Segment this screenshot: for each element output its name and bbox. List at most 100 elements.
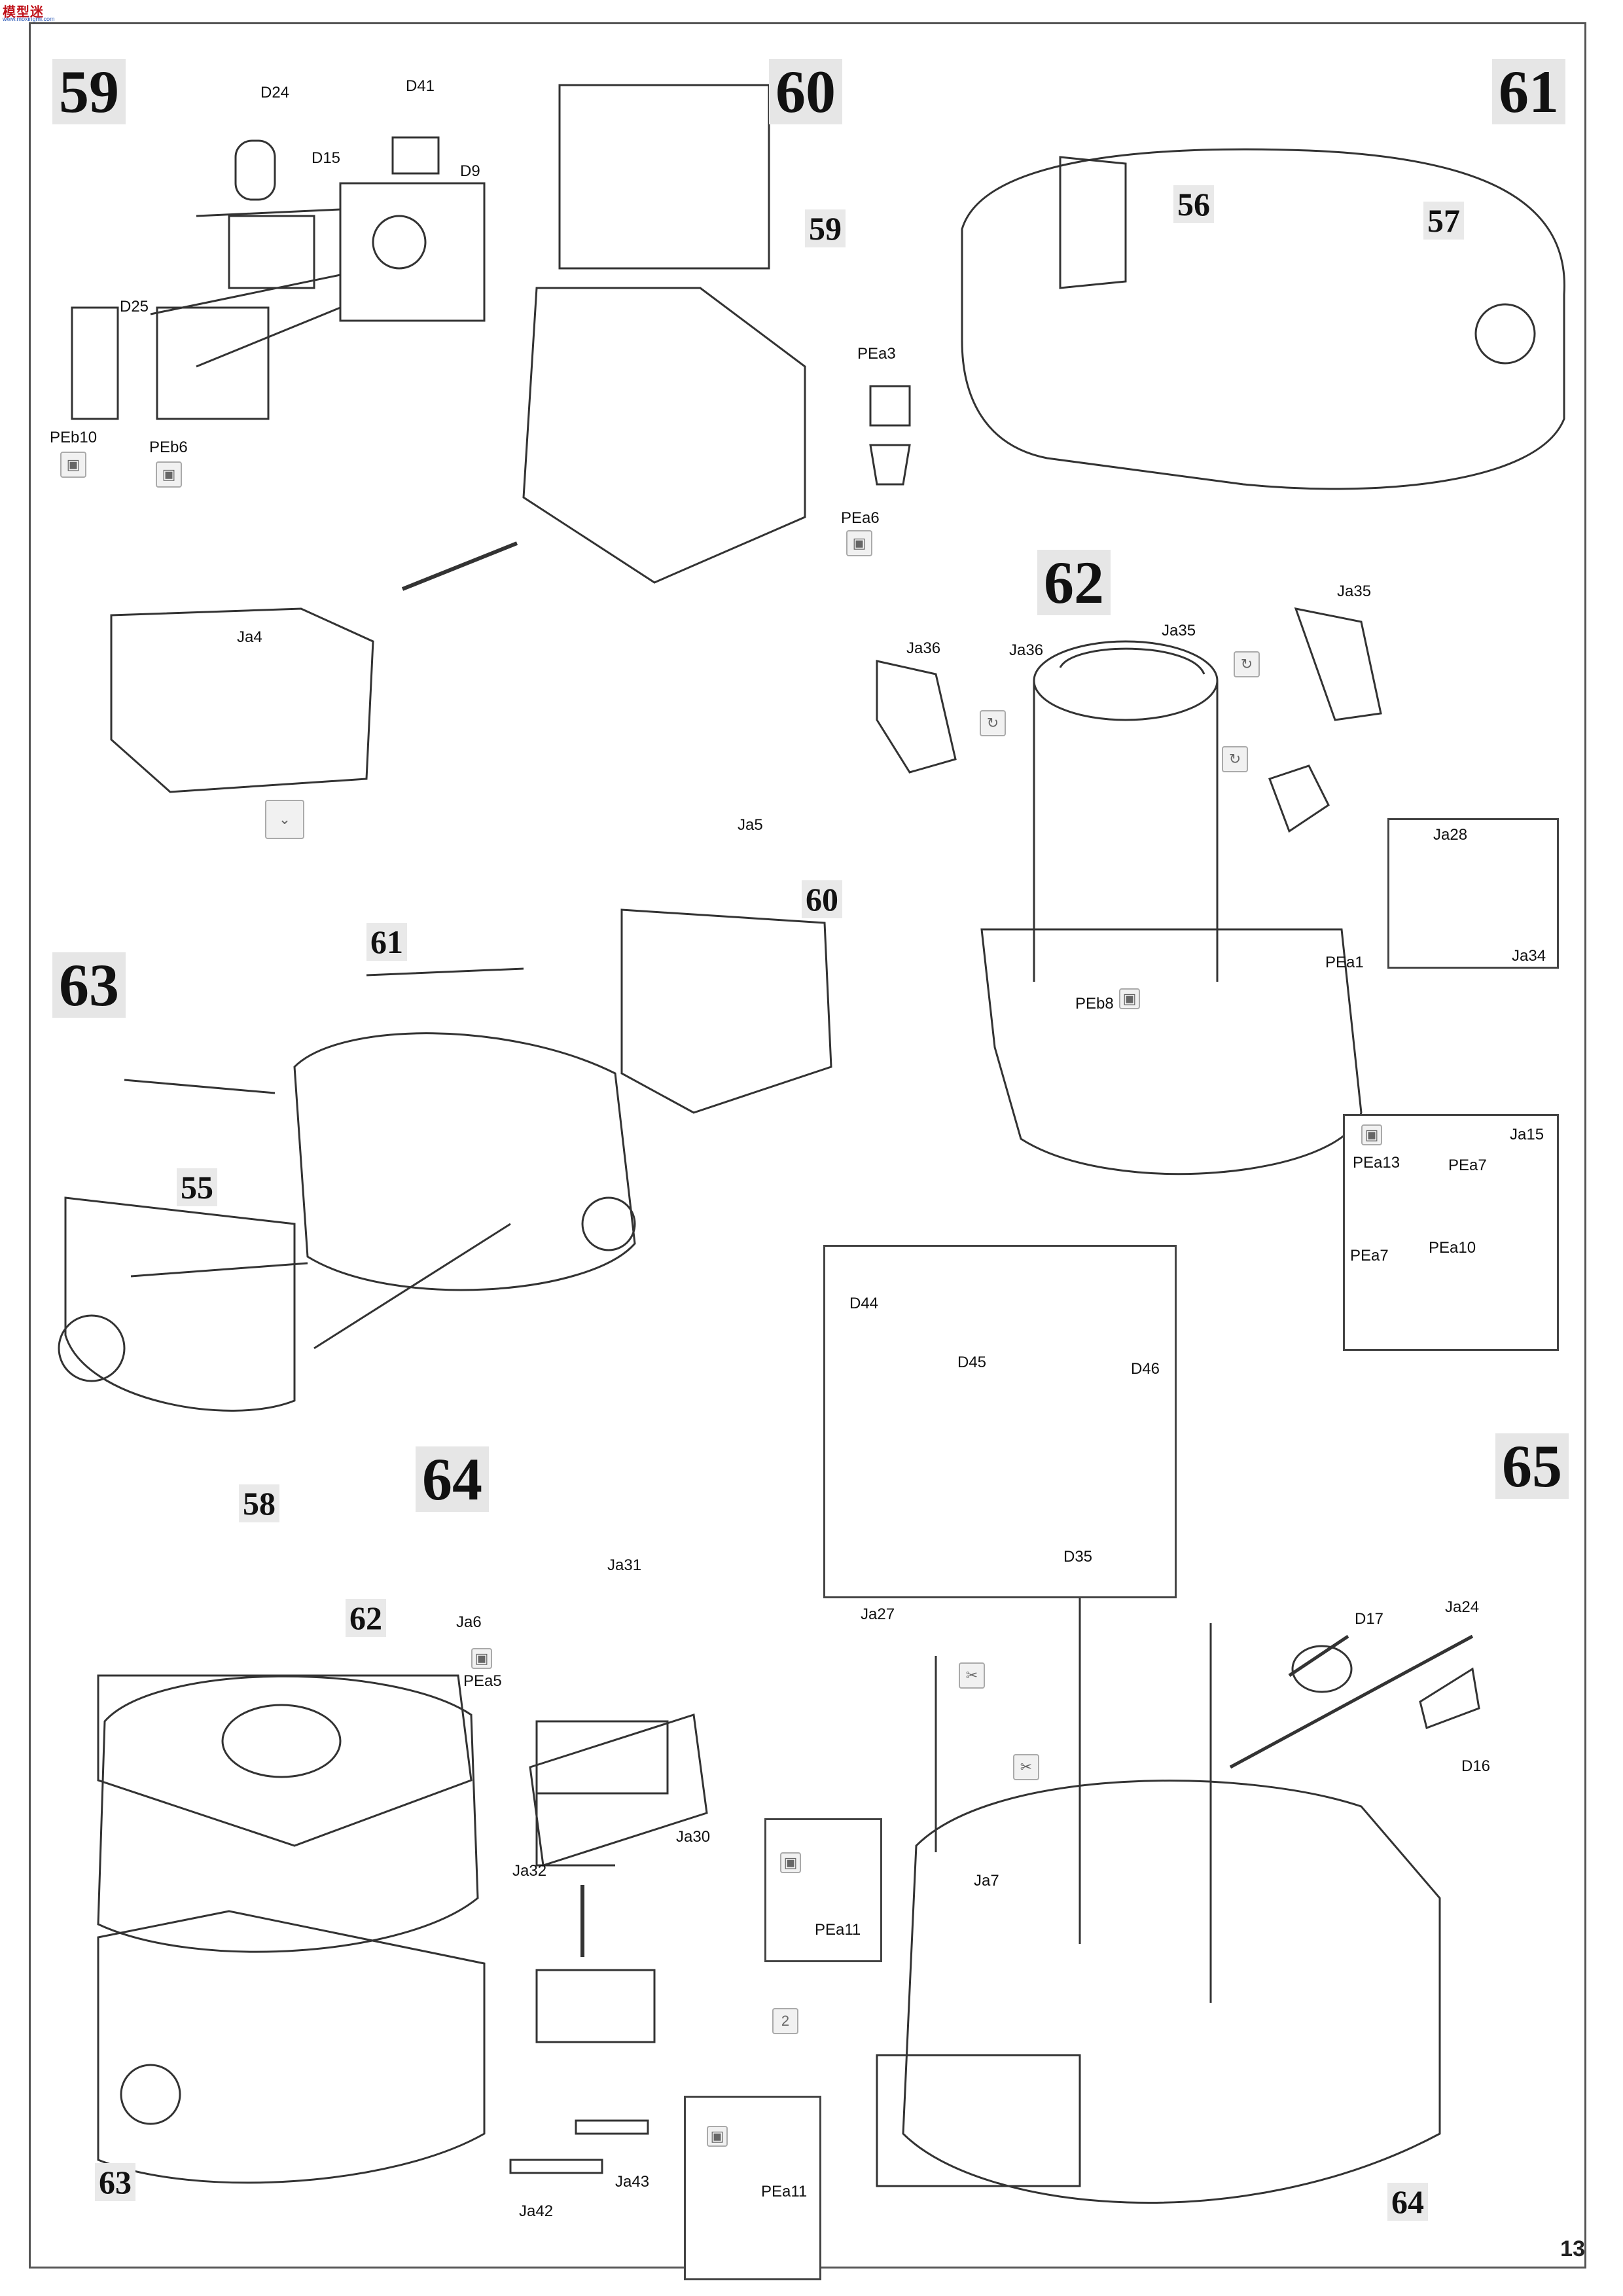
part-label-pea5: PEa5 [463, 1672, 502, 1690]
part-label-ja30: Ja30 [676, 1828, 711, 1846]
rear-section-63 [620, 908, 832, 1114]
part-label-d44: D44 [849, 1295, 879, 1312]
ref-57: 57 [1423, 202, 1464, 240]
d15-part [228, 215, 315, 289]
ref-62: 62 [346, 1599, 386, 1637]
page-number: 13 [1560, 2236, 1585, 2261]
part-label-ja27: Ja27 [861, 1605, 895, 1623]
part-label-pea7-b: PEa7 [1350, 1247, 1389, 1265]
d9-part [339, 182, 486, 322]
rotate-icon: ↻ [980, 710, 1006, 736]
cut-icon: ✂ [959, 1662, 985, 1689]
part-label-ja28: Ja28 [1433, 826, 1468, 844]
logo-text: 模型迷 [3, 5, 44, 20]
ja4-part [110, 607, 374, 793]
turret-ring-61 [961, 148, 1565, 490]
part-label-d9: D9 [460, 162, 480, 180]
rotate-icon: ↻ [1222, 746, 1248, 772]
logo-url: www.moxingmi.com [3, 16, 55, 22]
radiator-unit [558, 84, 770, 270]
d24-part [234, 139, 276, 201]
part-label-peb8: PEb8 [1075, 995, 1114, 1013]
part-label-ja42: Ja42 [519, 2202, 554, 2220]
part-label-d46: D46 [1131, 1360, 1160, 1378]
part-label-pea10: PEa10 [1429, 1239, 1476, 1257]
step-number-61: 61 [1492, 59, 1565, 124]
ammo-box [876, 2054, 1081, 2187]
peb10-part [71, 306, 119, 420]
part-label-d15: D15 [312, 149, 341, 167]
ja31-plate [535, 1720, 669, 1795]
part-label-pea3: PEa3 [857, 345, 896, 363]
part-label-ja7: Ja7 [974, 1872, 999, 1890]
hatch-ring [1033, 640, 1219, 721]
photo-etch-icon: ▣ [707, 2126, 728, 2147]
part-label-pea1: PEa1 [1325, 954, 1364, 971]
bend-icon: ⌄ [265, 800, 304, 839]
part-label-ja4: Ja4 [237, 628, 262, 646]
part-label-ja5: Ja5 [738, 816, 763, 834]
ref-61: 61 [366, 923, 407, 961]
step-number-64: 64 [416, 1446, 489, 1512]
ref-64: 64 [1387, 2183, 1428, 2221]
part-label-d45: D45 [957, 1354, 987, 1371]
part-label-pea6: PEa6 [841, 509, 880, 527]
tank-turret-65 [902, 1780, 1441, 2204]
part-label-ja31: Ja31 [607, 1556, 642, 1574]
part-label-peb10: PEb10 [50, 429, 98, 446]
photo-etch-icon: ▣ [1361, 1124, 1382, 1145]
part-label-peb6: PEb6 [149, 439, 188, 456]
part-label-ja43: Ja43 [615, 2173, 650, 2191]
step-number-63: 63 [52, 952, 126, 1018]
part-label-ja15: Ja15 [1510, 1126, 1544, 1143]
part-label-d41: D41 [406, 77, 435, 95]
inset-pea11-a [764, 1818, 882, 1962]
part-label-ja6: Ja6 [456, 1613, 482, 1631]
ref-55: 55 [177, 1168, 217, 1206]
photo-etch-icon: ▣ [846, 530, 872, 556]
inset-ja28 [1387, 818, 1559, 969]
inset-pea13 [1343, 1114, 1559, 1351]
site-logo: 模型迷 www.moxingmi.com [0, 0, 56, 25]
photo-etch-icon: ▣ [60, 452, 86, 478]
part-label-d16: D16 [1461, 1757, 1491, 1775]
part-label-d24: D24 [260, 84, 290, 101]
part-label-ja35-b: Ja35 [1337, 583, 1372, 600]
turret-shell-63 [293, 1032, 636, 1291]
step-number-60: 60 [769, 59, 842, 124]
part-label-pea11-b: PEa11 [761, 2183, 808, 2200]
ref-56: 56 [1173, 185, 1214, 223]
turret-roof-62 [980, 928, 1363, 1175]
cut-icon: ✂ [1013, 1754, 1039, 1780]
step-number-59: 59 [52, 59, 126, 124]
photo-etch-icon: ▣ [156, 461, 182, 488]
ref-58: 58 [239, 1484, 279, 1522]
ja30-box [529, 1713, 708, 1867]
number-2-icon: 2 [772, 2008, 798, 2034]
ref-60: 60 [802, 880, 842, 918]
part-label-pea11-a: PEa11 [815, 1921, 861, 1939]
part-label-pea7-a: PEa7 [1448, 1157, 1487, 1174]
peb6-part [156, 306, 270, 420]
hull-63 [97, 1910, 486, 2184]
part-label-d35: D35 [1063, 1548, 1093, 1566]
part-label-d25: D25 [120, 298, 149, 315]
step-number-62: 62 [1037, 550, 1111, 615]
hull-section-60 [522, 287, 806, 584]
ref-63: 63 [95, 2163, 135, 2201]
photo-etch-icon: ▣ [780, 1852, 801, 1873]
ref-59: 59 [805, 209, 846, 247]
part-label-ja24: Ja24 [1445, 1598, 1480, 1616]
hull-front-55 [64, 1196, 296, 1412]
turret-body-63 [97, 1675, 479, 1953]
turret-roof-62-ref [97, 1674, 473, 1847]
part-label-d17: D17 [1355, 1610, 1384, 1628]
photo-etch-icon: ▣ [1119, 988, 1140, 1009]
part-label-ja34: Ja34 [1512, 947, 1546, 965]
d41-part [391, 136, 440, 175]
part-label-ja36-a: Ja36 [906, 639, 941, 657]
part-label-ja35-a: Ja35 [1162, 622, 1196, 639]
photo-etch-icon: ▣ [471, 1648, 492, 1669]
rotate-icon: ↻ [1234, 651, 1260, 677]
